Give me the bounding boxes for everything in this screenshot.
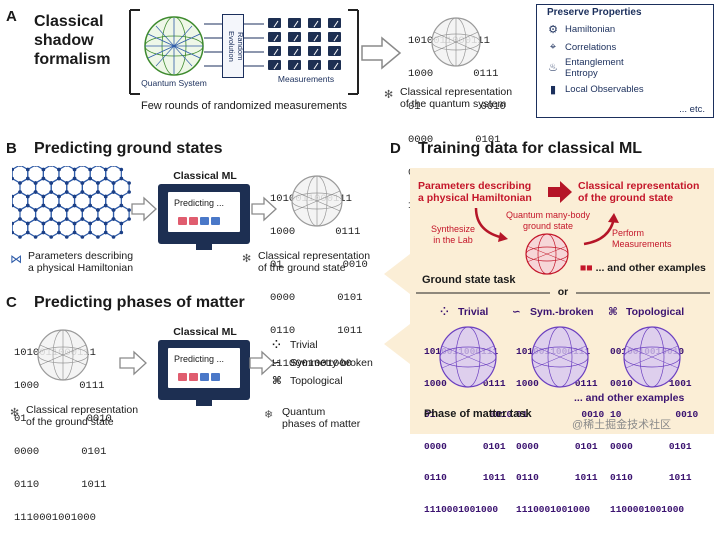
panel-a-letter: A: [6, 8, 17, 25]
knot-icon: ⌘: [608, 306, 618, 318]
measurement-frame: [129, 9, 359, 95]
swirl-icon: ∽: [272, 357, 281, 369]
panel-d-letter: D: [390, 140, 401, 157]
panel-d-title: Training data for classical ML: [418, 140, 643, 157]
phase-symmetry-broken: ∽Symmetry-broken: [272, 354, 373, 372]
red-many-body-sphere: [525, 233, 569, 275]
panel-b-monitor-stand: [196, 244, 212, 250]
d-phase-topological: ⌘Topological: [608, 306, 685, 318]
dots-icon: ⁘: [272, 339, 281, 351]
hollow-arrow-b2: [251, 196, 277, 222]
quantum-system-label: Quantum System: [141, 78, 207, 88]
red-curved-arrow-down: [474, 207, 508, 242]
purple-sphere-2: [531, 326, 589, 388]
measurement-meters: [268, 18, 341, 70]
random-evolution-box: Random Evolution: [222, 14, 245, 78]
correlations-icon: ⌖: [549, 40, 557, 53]
hexagon-lattice: [12, 166, 131, 239]
panel-b-params-label: Parameters describing a physical Hamilto…: [28, 250, 134, 274]
or-divider: [416, 292, 710, 294]
red-curved-arrow-up: [583, 213, 619, 246]
panel-b-monitor: Predicting ...: [158, 184, 250, 244]
flame-icon: ♨: [548, 61, 558, 74]
input-lines: [204, 23, 222, 67]
measurements-label: Measurements: [277, 74, 335, 84]
panel-b-predicting: Predicting ...: [174, 198, 225, 208]
panel-b-letter: B: [6, 140, 17, 157]
output-lines: [244, 23, 264, 67]
or-label: or: [557, 286, 569, 298]
d-phase-trivial: ⁘Trivial: [440, 306, 489, 318]
gear-icon: ⚙: [548, 23, 558, 36]
panel-d-synthesize: Synthesize in the Lab: [430, 224, 476, 245]
panel-c-title: Predicting phases of matter: [34, 294, 245, 311]
preserve-item-observables: ▮ Local Observables: [545, 80, 713, 98]
panel-b-ml-label: Classical ML: [173, 170, 237, 182]
watermark: @稀土掘金技术社区: [572, 419, 672, 431]
phase-topological: ⌘Topological: [272, 372, 373, 390]
red-arrow-right: [548, 181, 572, 203]
preserve-item-entropy: ♨ Entanglement Entropy: [545, 56, 713, 80]
preserve-properties-title: Preserve Properties: [547, 7, 642, 18]
panel-d-other-examples-2: ... and other examples: [574, 392, 685, 404]
panel-c-phases-list: ⁘Trivial ∽Symmetry-broken ⌘Topological: [272, 336, 373, 390]
bar-chart-icon: ▮: [549, 83, 557, 96]
preserve-properties-box: Preserve Properties ⚙ Hamiltonian ⌖ Corr…: [536, 4, 714, 118]
atom-icon-a: ✻: [384, 89, 394, 101]
panel-a-grey-sphere: [431, 17, 481, 67]
quantum-system-sphere: [144, 16, 204, 76]
ground-state-task-label: Ground state task: [422, 274, 516, 286]
snowflake-icon-c: ❄: [264, 409, 274, 421]
panel-d-params: Parameters describing a physical Hamilto…: [418, 180, 532, 204]
panel-b-title: Predicting ground states: [34, 140, 223, 157]
network-icon-b: ⋈: [10, 252, 22, 266]
panel-a-classical-label: Classical representation of the quantum …: [400, 86, 513, 110]
panel-c-grey-sphere: [37, 329, 89, 381]
panel-c-letter: C: [6, 294, 17, 311]
panel-c-monitor-stand: [196, 400, 212, 406]
panel-d-classical-rep: Classical representation of the ground s…: [578, 180, 700, 204]
hollow-arrow-c2: [249, 350, 275, 376]
purple-sphere-3: [623, 326, 681, 388]
hollow-arrow-a: [361, 36, 402, 70]
hollow-arrow-c1: [119, 350, 147, 376]
d-phase-sym-broken: ∽Sym.-broken: [512, 306, 594, 318]
panel-c-predicting: Predicting ...: [174, 354, 225, 364]
atom-icon-c: ✻: [10, 407, 20, 419]
panel-b-chips: [178, 212, 240, 230]
panel-d-perform: Perform Measurements: [612, 228, 672, 249]
purple-sphere-1: [439, 326, 497, 388]
dots-icon: ⁘: [440, 306, 449, 318]
panel-d-many-body: Quantum many-body ground state: [505, 210, 591, 231]
preserve-item-correlations: ⌖ Correlations: [545, 38, 713, 56]
panel-c-quantum-phases-label: Quantum phases of matter: [282, 406, 361, 430]
preserve-item-hamiltonian: ⚙ Hamiltonian: [545, 20, 713, 38]
panel-b-grey-sphere: [291, 175, 343, 227]
panel-b-ground-label: Classical representation of the ground s…: [258, 250, 371, 274]
phase-trivial: ⁘Trivial: [272, 336, 373, 354]
panel-c-monitor: Predicting ...: [158, 340, 250, 400]
panel-a-caption: Few rounds of randomized measurements: [140, 100, 348, 112]
preserve-etc: ... etc.: [679, 104, 705, 115]
phase-of-matter-task-label: Phase of matter task: [424, 408, 532, 420]
panel-c-ml-label: Classical ML: [173, 326, 237, 338]
hollow-arrow-b1: [131, 196, 157, 222]
atom-icon-b: ✻: [242, 253, 252, 265]
knot-icon: ⌘: [272, 375, 282, 387]
panel-d-other-examples: ■■ ... and other examples: [580, 262, 706, 274]
swirl-icon: ∽: [512, 306, 521, 318]
panel-c-chips: [178, 368, 240, 386]
panel-a-title: Classical shadow formalism: [34, 13, 111, 68]
panel-c-ground-label: Classical representation of the ground s…: [26, 404, 139, 428]
